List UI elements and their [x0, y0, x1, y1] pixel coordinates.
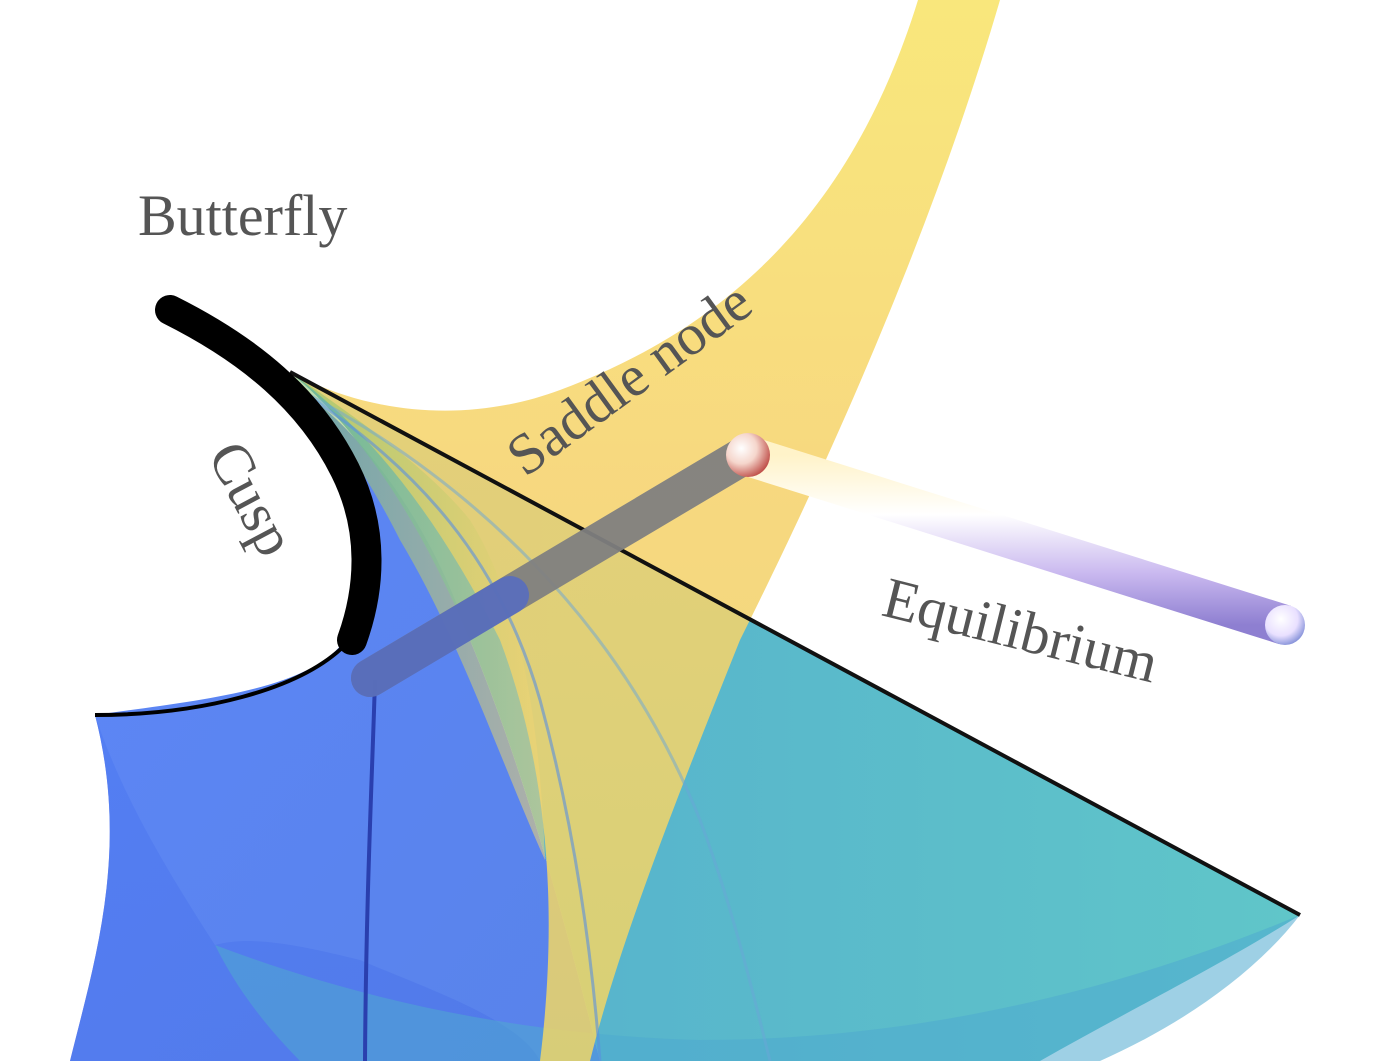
- vertical-line: [363, 679, 377, 1061]
- equilibrium-edge: [289, 370, 1301, 917]
- cusp-curve: [94, 643, 347, 717]
- saddle-node-tube-faint: [351, 576, 529, 697]
- equilibrium-tube-end-cap: [1265, 605, 1305, 645]
- equilibrium-tube-start-cap: [726, 433, 770, 477]
- cusp-label: Cusp: [196, 431, 309, 567]
- blue-sheet: [70, 390, 600, 1061]
- inner-ridge-1: [299, 388, 602, 1061]
- lower-band: [215, 915, 1300, 1061]
- equilibrium-tube: [738, 435, 1292, 645]
- butterfly-curve: [155, 295, 382, 655]
- butterfly-label: Butterfly: [138, 183, 347, 248]
- inner-ridge-2: [299, 388, 772, 1061]
